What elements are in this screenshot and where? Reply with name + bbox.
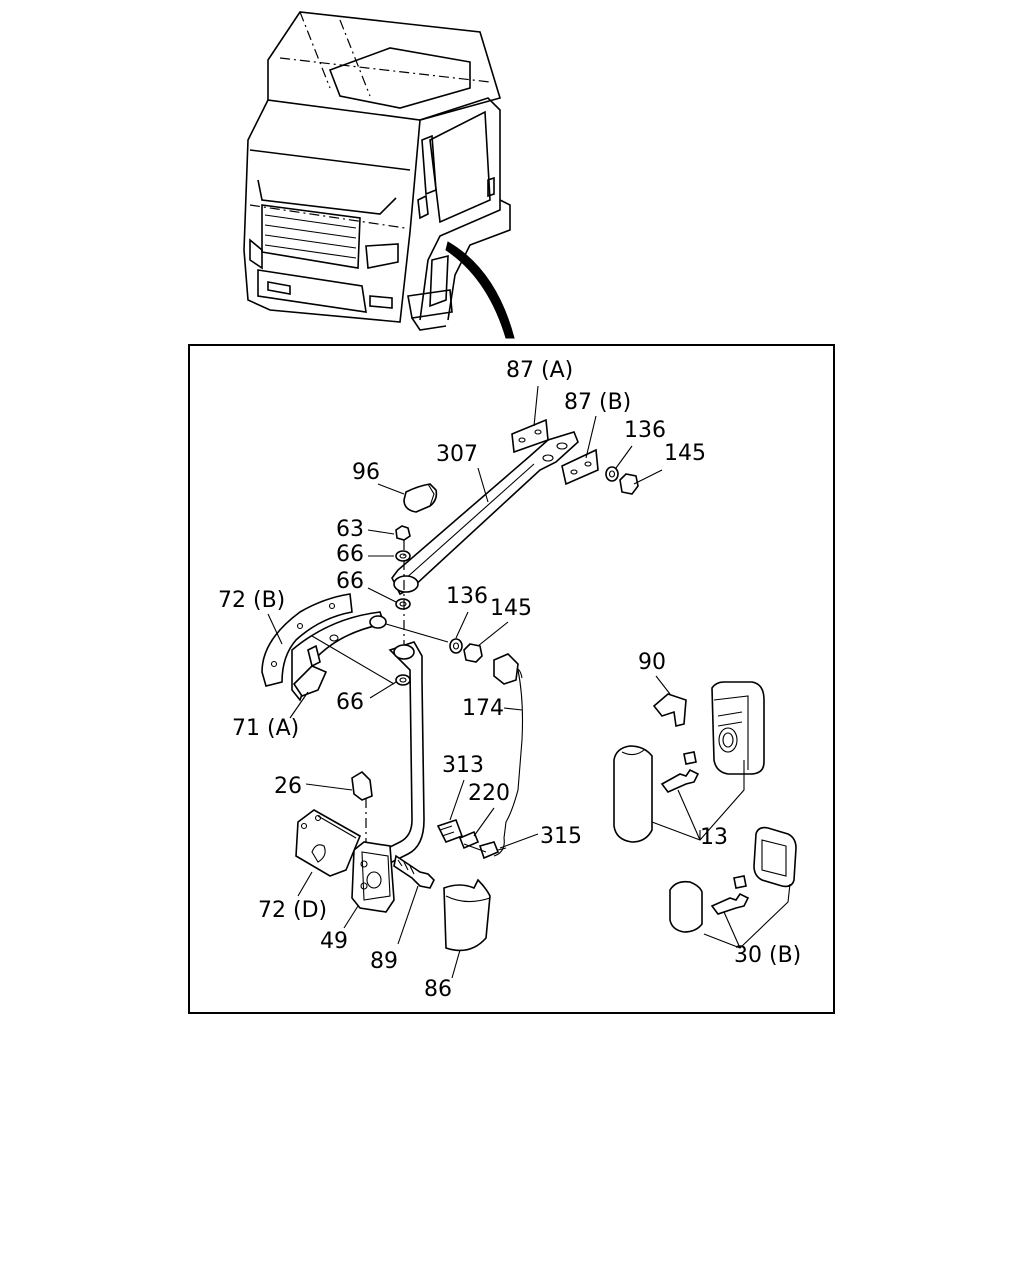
callout-label-13: 13 <box>700 825 728 850</box>
washer-66-a <box>395 550 411 562</box>
clip-26 <box>351 770 373 801</box>
washer-136-lower <box>449 638 463 654</box>
upper-stay-part <box>391 431 579 596</box>
mirror-cover-30b <box>669 880 703 933</box>
cover-72b <box>261 593 353 687</box>
callout-label-315: 315 <box>540 824 582 849</box>
callout-label-26: 26 <box>274 774 302 799</box>
callout-label-136a: 136 <box>624 418 666 443</box>
callout-label-71a: 71 (A) <box>232 716 299 741</box>
screw-13 <box>660 768 700 793</box>
callout-label-313: 313 <box>442 753 484 778</box>
cover-86 <box>443 878 491 952</box>
connector-313 <box>436 818 464 844</box>
nut-145-lower <box>463 643 483 663</box>
gasket-72d <box>295 809 362 877</box>
plate-87b <box>561 448 599 486</box>
detail-frame <box>188 344 835 1014</box>
callout-label-96: 96 <box>352 460 380 485</box>
callout-label-49: 49 <box>320 929 348 954</box>
washer-66-b <box>395 598 411 610</box>
callout-label-63: 63 <box>336 517 364 542</box>
mirror-head-13 <box>711 681 765 775</box>
grommet-315 <box>478 841 500 860</box>
nut-63 <box>395 525 411 541</box>
callout-label-86: 86 <box>424 977 452 1002</box>
callout-label-87a: 87 (A) <box>506 358 573 383</box>
callout-label-66a: 66 <box>336 542 364 567</box>
bracket-49 <box>351 841 395 913</box>
callout-label-87b: 87 (B) <box>564 390 631 415</box>
callout-label-30b: 30 (B) <box>734 943 801 968</box>
washer-136-upper <box>605 466 619 482</box>
callout-label-66c: 66 <box>336 690 364 715</box>
callout-label-145b: 145 <box>490 596 532 621</box>
callout-label-90: 90 <box>638 650 666 675</box>
callout-label-72d: 72 (D) <box>258 898 327 923</box>
callout-label-145a: 145 <box>664 441 706 466</box>
washer-66-c <box>395 674 411 686</box>
bracket-90 <box>652 693 687 727</box>
connector-174 <box>493 653 519 685</box>
mirror-cover-13 <box>613 745 653 843</box>
mirror-30b <box>753 826 797 888</box>
nut-145-upper <box>619 473 639 495</box>
leader-lines <box>267 385 791 979</box>
bulb-96 <box>403 483 438 513</box>
screw-30b <box>710 892 750 915</box>
callout-label-136b: 136 <box>446 584 488 609</box>
callout-label-66b: 66 <box>336 569 364 594</box>
truck-cab-illustration <box>243 11 511 331</box>
callout-label-220: 220 <box>468 781 510 806</box>
callout-label-89: 89 <box>370 949 398 974</box>
detail-pointer-arrow <box>445 241 515 339</box>
callout-label-72b: 72 (B) <box>218 588 285 613</box>
callout-label-174: 174 <box>462 696 504 721</box>
callout-label-307: 307 <box>436 442 478 467</box>
bolt-89 <box>393 854 435 889</box>
